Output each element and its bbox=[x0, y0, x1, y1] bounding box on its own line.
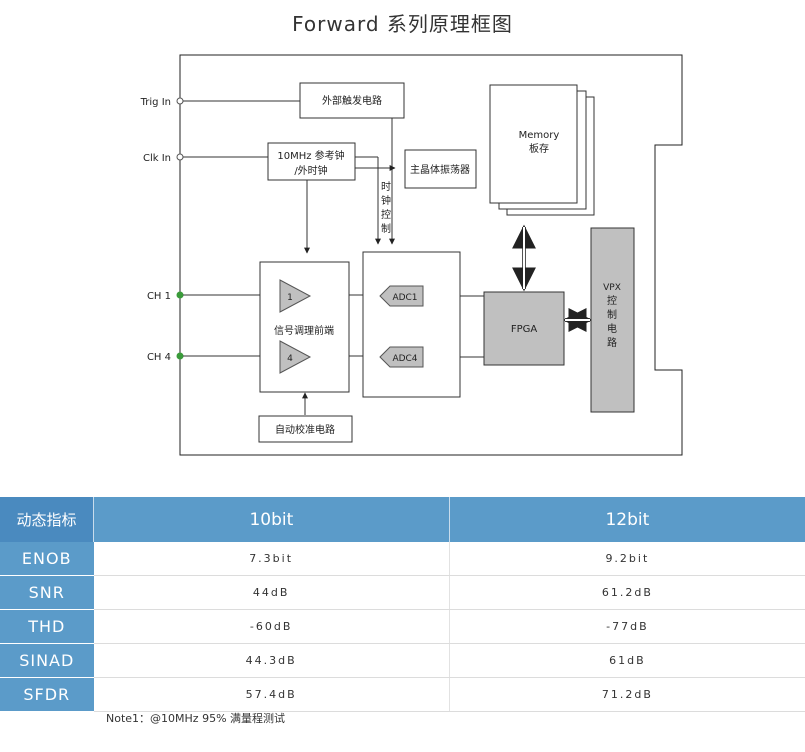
cell-12bit: 9.2bit bbox=[449, 542, 805, 576]
ch1-port bbox=[176, 291, 184, 299]
vpx-block: VPX 控 制 电 路 bbox=[590, 227, 635, 413]
frontend-label: 信号调理前端 bbox=[274, 324, 334, 337]
adc-block: ADC1 ADC4 bbox=[362, 251, 461, 398]
cell-10bit: -60dB bbox=[93, 609, 450, 644]
oscillator-label: 主晶体振荡器 bbox=[410, 163, 470, 176]
memory-block: Memory 板存 bbox=[489, 84, 595, 216]
spec-table: 动态指标 10bit 12bit ENOB 7.3bit 9.2bit SNR … bbox=[0, 497, 805, 712]
amp4-shape bbox=[279, 340, 312, 374]
row-label: SINAD bbox=[0, 643, 94, 678]
table-row: SNR 44dB 61.2dB bbox=[0, 575, 805, 610]
ext-trigger-block: 外部触发电路 bbox=[299, 82, 405, 119]
adc1-shape bbox=[379, 285, 424, 307]
oscillator-block: 主晶体振荡器 bbox=[404, 149, 477, 189]
row-label: SNR bbox=[0, 575, 94, 610]
memory-label-1: Memory bbox=[519, 130, 560, 141]
page-title: Forward 系列原理框图 bbox=[292, 12, 513, 36]
cell-12bit: 61.2dB bbox=[449, 575, 805, 610]
cell-12bit: -77dB bbox=[449, 609, 805, 644]
cell-10bit: 57.4dB bbox=[93, 677, 450, 712]
ch4-port bbox=[176, 352, 184, 360]
amp4-label: 4 bbox=[287, 354, 293, 364]
row-label: THD bbox=[0, 609, 94, 644]
svg-text:制: 制 bbox=[381, 222, 391, 235]
ref-clock-block: 10MHz 参考钟 /外时钟 bbox=[267, 142, 356, 181]
ch4-label: CH 4 bbox=[147, 352, 171, 363]
svg-text:VPX: VPX bbox=[603, 283, 621, 293]
ext-trigger-label: 外部触发电路 bbox=[322, 94, 382, 107]
trig-in-port bbox=[176, 97, 184, 105]
fpga-block: FPGA bbox=[483, 291, 565, 366]
ch1-label: CH 1 bbox=[147, 291, 171, 302]
clock-control-label: 时 钟 控 制 bbox=[381, 181, 391, 235]
header-metric: 动态指标 bbox=[0, 497, 94, 542]
block-diagram: Trig In Clk In CH 1 CH 4 bbox=[140, 54, 683, 456]
amp1-label: 1 bbox=[287, 293, 293, 303]
board-outline bbox=[179, 54, 683, 456]
row-label: SFDR bbox=[0, 677, 94, 712]
footnote: Note1：@10MHz 95% 满量程测试 bbox=[106, 712, 286, 725]
cell-10bit: 7.3bit bbox=[93, 542, 450, 576]
svg-text:时: 时 bbox=[381, 181, 391, 193]
clk-in-port bbox=[176, 153, 184, 161]
table-row: THD -60dB -77dB bbox=[0, 609, 805, 644]
clk-in-terminal: Clk In bbox=[143, 153, 184, 164]
ch1-terminal: CH 1 bbox=[147, 291, 184, 302]
svg-text:控: 控 bbox=[381, 208, 391, 221]
table-row: SINAD 44.3dB 61dB bbox=[0, 643, 805, 678]
svg-text:制: 制 bbox=[607, 308, 617, 321]
amp1-shape bbox=[279, 279, 312, 313]
svg-text:电: 电 bbox=[607, 322, 617, 335]
header-12bit: 12bit bbox=[449, 497, 805, 542]
svg-text:路: 路 bbox=[607, 336, 617, 349]
cell-10bit: 44dB bbox=[93, 575, 450, 610]
header-10bit: 10bit bbox=[93, 497, 450, 542]
frontend-block: 1 信号调理前端 4 bbox=[259, 261, 350, 393]
clk-in-label: Clk In bbox=[143, 153, 171, 164]
calibration-block: 自动校准电路 bbox=[258, 415, 353, 443]
table-row: ENOB 7.3bit 9.2bit bbox=[0, 542, 805, 576]
cell-12bit: 61dB bbox=[449, 643, 805, 678]
svg-text:钟: 钟 bbox=[381, 194, 391, 207]
calibration-label: 自动校准电路 bbox=[275, 423, 335, 436]
memory-label-2: 板存 bbox=[529, 142, 549, 155]
table-header-row: 动态指标 10bit 12bit bbox=[0, 497, 805, 542]
cell-12bit: 71.2dB bbox=[449, 677, 805, 712]
trig-in-terminal: Trig In bbox=[140, 97, 184, 108]
adc4-shape bbox=[379, 346, 424, 368]
svg-text:控: 控 bbox=[607, 294, 617, 307]
ref-clock-label-2: /外时钟 bbox=[294, 164, 327, 177]
cell-10bit: 44.3dB bbox=[93, 643, 450, 678]
ref-clock-label-1: 10MHz 参考钟 bbox=[277, 149, 344, 162]
trig-in-label: Trig In bbox=[140, 97, 171, 108]
adc4-label: ADC4 bbox=[392, 354, 417, 364]
adc1-label: ADC1 bbox=[392, 293, 417, 303]
ch4-terminal: CH 4 bbox=[147, 352, 184, 363]
row-label: ENOB bbox=[0, 542, 94, 576]
fpga-label: FPGA bbox=[511, 324, 538, 335]
table-row: SFDR 57.4dB 71.2dB bbox=[0, 677, 805, 712]
